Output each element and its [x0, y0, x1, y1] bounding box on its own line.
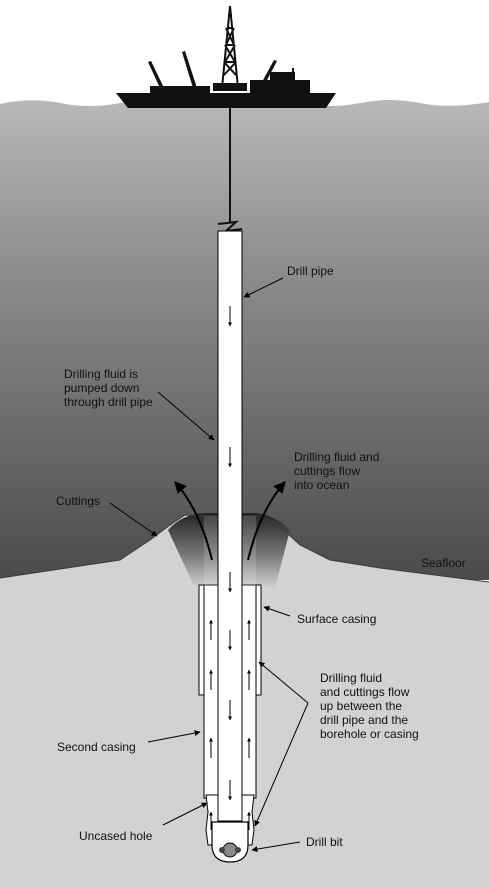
label-flow-up-line3: up between the	[320, 699, 402, 713]
label-ocean-line3: into ocean	[294, 478, 349, 492]
label-flow-up-line1: Drilling fluid	[320, 671, 382, 685]
label-flow-up-line5: borehole or casing	[320, 727, 419, 741]
drillship-icon	[116, 51, 336, 108]
label-pumped-line3: through drill pipe	[64, 395, 153, 409]
label-cuttings: Cuttings	[56, 494, 100, 508]
label-drill-pipe: Drill pipe	[287, 264, 334, 278]
label-pumped-line2: pumped down	[64, 381, 139, 395]
label-ocean-line1: Drilling fluid and	[294, 450, 379, 464]
label-second-casing: Second casing	[57, 740, 136, 754]
pipe-break-icon	[217, 220, 243, 233]
drill-pipe	[217, 230, 243, 822]
label-surface-casing: Surface casing	[297, 612, 376, 626]
label-uncased-hole: Uncased hole	[79, 829, 153, 843]
label-ocean-line2: cuttings flow	[294, 464, 360, 478]
flow-up-arrows	[209, 619, 251, 830]
label-seafloor: Seafloor	[421, 556, 466, 570]
drill-bit-icon	[211, 821, 249, 863]
outflow-arrows	[174, 481, 286, 561]
label-drill-bit: Drill bit	[306, 835, 343, 849]
label-flow-up-line4: drill pipe and the	[320, 713, 408, 727]
ocean	[0, 100, 489, 580]
label-flow-up-line2: and cuttings flow	[320, 685, 410, 699]
leader-arrows	[109, 277, 309, 853]
label-pumped-line1: Drilling fluid is	[64, 367, 138, 381]
derrick-icon	[213, 5, 247, 91]
